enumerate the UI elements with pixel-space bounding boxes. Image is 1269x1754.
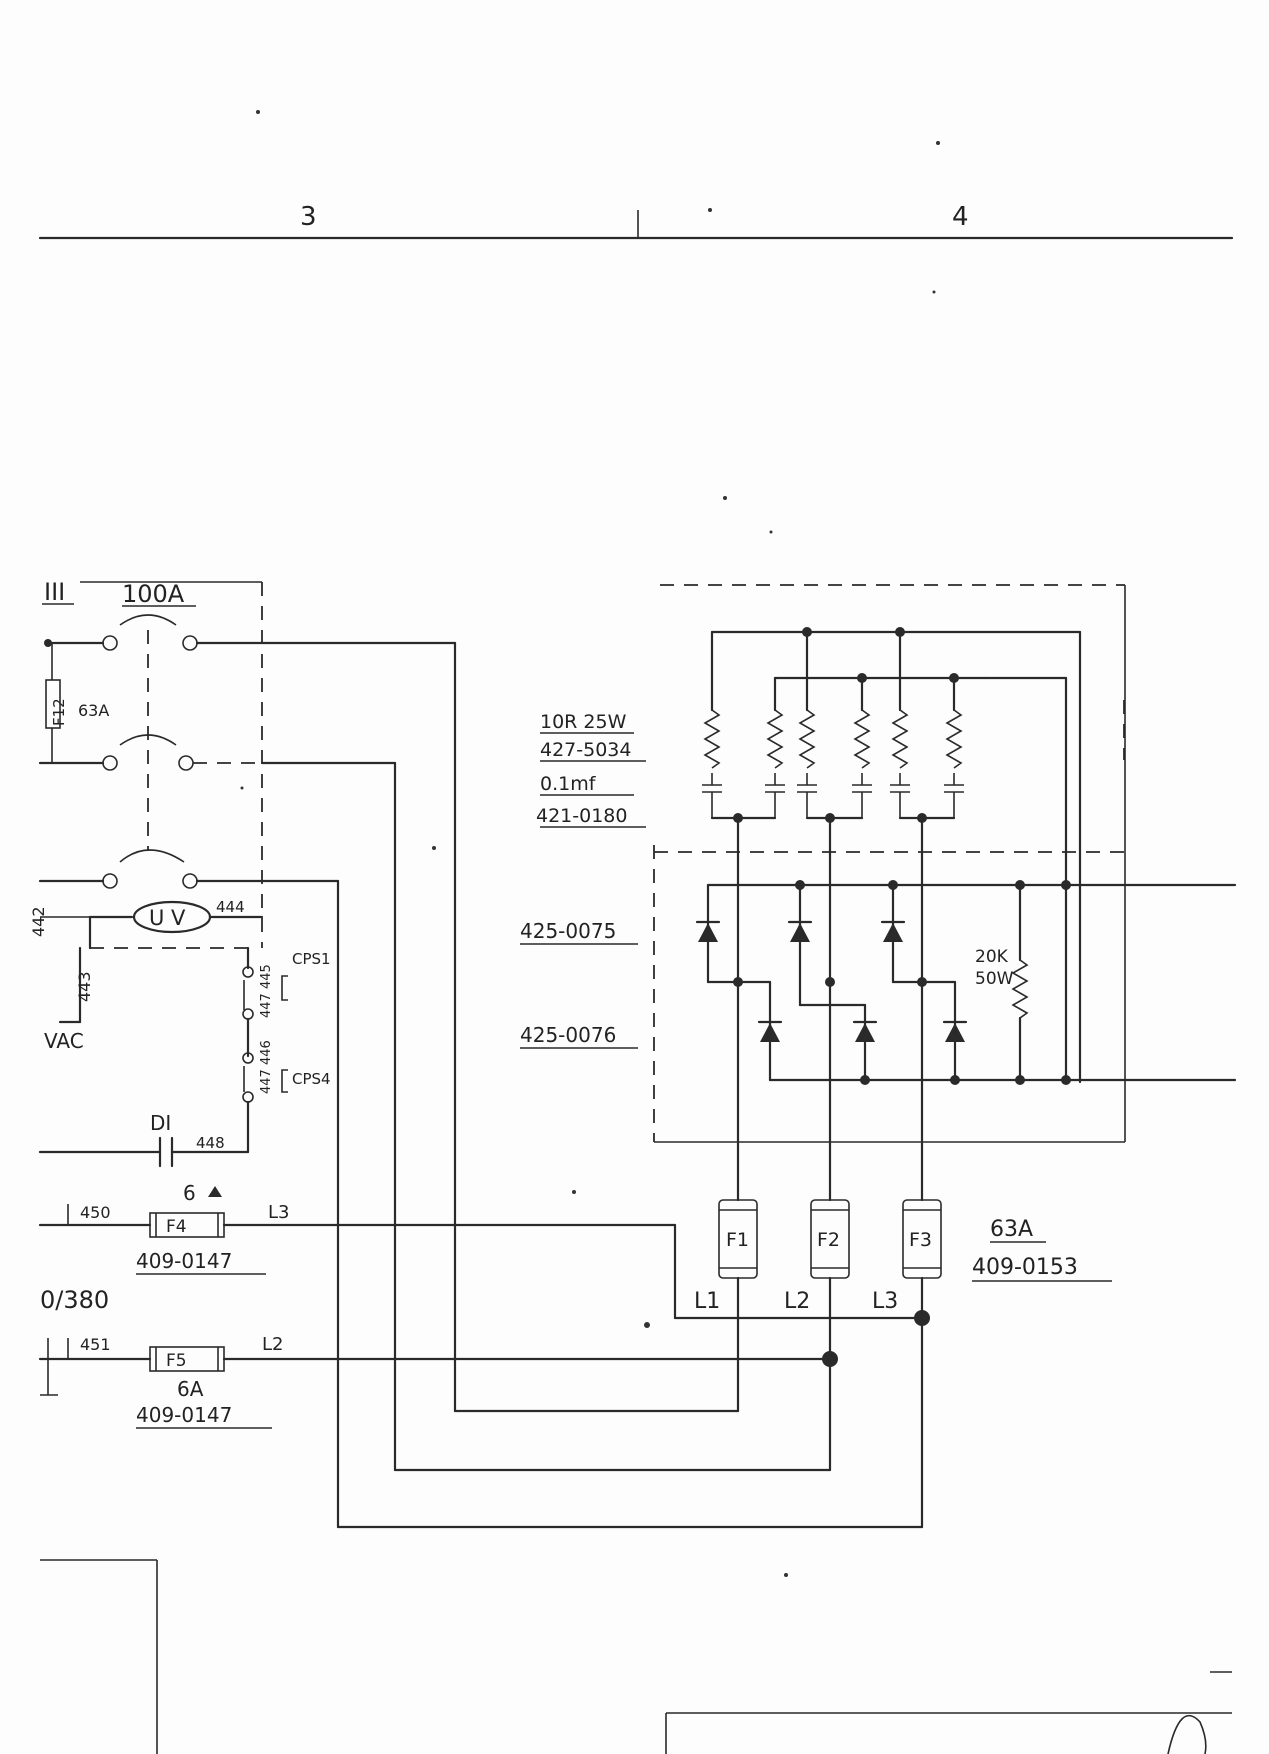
bleed-resistor-value: 20K	[975, 947, 1009, 967]
fuse-f5-part: 409-0147	[136, 1403, 232, 1427]
fuse-f2-label: F2	[817, 1229, 840, 1251]
top-border: 3 4	[38, 202, 1234, 240]
wire-448-label: 448	[196, 1134, 225, 1152]
fuse-f4-part: 409-0147	[136, 1249, 232, 1273]
wire-446-label: 447 446	[259, 1040, 274, 1094]
wire-445-label: 447 445	[259, 964, 274, 1018]
fuse-f4-line: L3	[268, 1202, 289, 1223]
main-fuse-rating: 63A	[990, 1217, 1033, 1242]
vac-label: VAC	[44, 1029, 84, 1053]
phase-feeds	[336, 641, 924, 1529]
interlock-di: DI 448	[38, 1111, 250, 1168]
zone-label-right: 4	[952, 202, 969, 232]
fuse-f5-line: L2	[262, 1334, 283, 1355]
pressure-switch-chain: CPS1 447 445 CPS4 447 446	[242, 946, 331, 1154]
fuse-f4-label: F4	[166, 1217, 187, 1237]
upper-diode-part: 425-0075	[520, 919, 616, 943]
voltage-label: 0/380	[40, 1286, 109, 1314]
lower-diode-part: 425-0076	[520, 1023, 616, 1047]
rectifier-enclosure	[653, 584, 1126, 1143]
fuse-f3-label: F3	[909, 1229, 932, 1251]
diode-bridge: 20K 50W 425-0075 425-0076	[520, 816, 1237, 1202]
fuse-f12: F12 63A	[44, 639, 109, 763]
snubber-network: 10R 25W 427-5034 0.1mf 421-0180	[536, 627, 1082, 1084]
fuse-f12-rating: 63A	[78, 701, 109, 720]
snubber-capacitor-part: 421-0180	[536, 805, 627, 827]
fuse-f4-branch: 450 6 F4 L3 409-0147	[38, 1181, 924, 1320]
snubber-resistor-value: 10R 25W	[540, 711, 627, 733]
wire-450-label: 450	[80, 1203, 111, 1222]
main-fuses: F1 F2 F3 L1 L2 L3 63A 409-0153	[694, 1199, 1112, 1529]
bleed-resistor-power: 50W	[975, 969, 1014, 989]
scan-specks	[240, 110, 940, 1577]
breaker-rating: 100A	[122, 580, 185, 608]
fuse-f5-branch: 451 F5 L2 6A 409-0147	[38, 1334, 832, 1429]
zone-label-left: 3	[300, 202, 317, 232]
fuse-f12-label: F12	[50, 698, 68, 726]
snubber-legs	[702, 709, 964, 823]
snubber-capacitor-value: 0.1mf	[540, 773, 597, 795]
snubber-resistor-part: 427-5034	[540, 739, 631, 761]
di-label: DI	[150, 1111, 171, 1135]
main-fuse-part: 409-0153	[972, 1255, 1078, 1280]
main-breaker: III 100A	[38, 578, 457, 948]
uv-label: U V	[149, 906, 186, 930]
cps1-label: CPS1	[292, 950, 331, 968]
wire-442-label: 442	[29, 906, 48, 937]
line-l2-label: L2	[784, 1289, 810, 1314]
undervoltage-coil: 442 U V 444 443 VAC	[29, 898, 264, 1053]
line-l3-label: L3	[872, 1289, 898, 1314]
fuse-f5-rating: 6A	[177, 1377, 204, 1401]
wire-444-label: 444	[216, 898, 245, 916]
fuse-f5-label: F5	[166, 1351, 187, 1371]
fuse-f1-label: F1	[726, 1229, 749, 1251]
cps4-label: CPS4	[292, 1070, 331, 1088]
bottom-frames	[40, 1559, 1232, 1754]
wire-451-label: 451	[80, 1335, 111, 1354]
fuse-f4-rating: 6	[183, 1181, 196, 1205]
breaker-column-label: III	[44, 578, 65, 606]
line-l1-label: L1	[694, 1289, 720, 1314]
wire-443-label: 443	[75, 971, 94, 1002]
